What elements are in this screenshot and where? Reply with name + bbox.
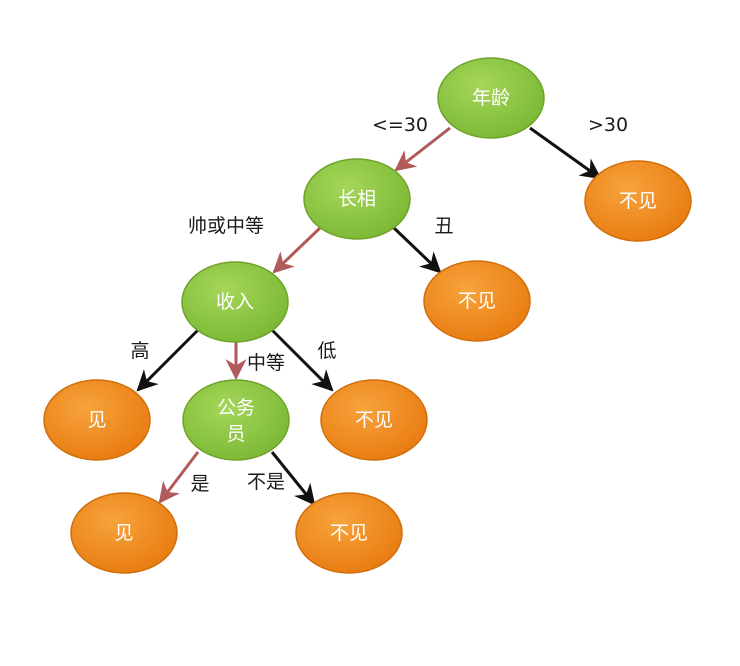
edge-income-high: [136, 328, 200, 392]
node-civil-yes-leaf: 见: [70, 492, 178, 574]
edge-civil-yes: [158, 451, 200, 504]
edge-label-age-gt30: >30: [588, 114, 628, 136]
edge-label-looks-good: 帅或中等: [188, 215, 264, 237]
node-income: 收入: [181, 261, 289, 343]
node-age-leaf-shape: [584, 160, 692, 242]
node-income-label: 收入: [216, 291, 254, 313]
edge-label-age-le30: <=30: [372, 114, 428, 136]
node-civil: 公务 员: [182, 379, 290, 461]
node-civil-yes-leaf-shape: [70, 492, 178, 574]
edge-looks-good: [272, 226, 322, 274]
node-looks-shape: [303, 158, 411, 240]
node-looks-leaf: 不见: [423, 260, 531, 342]
node-civil-shape: [182, 379, 290, 461]
edge-labels: <=30 >30 帅或中等 丑 高 中等 低 是 不是: [130, 114, 628, 495]
edge-income-low: [270, 328, 334, 392]
node-looks-leaf-label: 不见: [458, 290, 496, 312]
node-income-low-leaf-shape: [320, 379, 428, 461]
edge-label-civil-no: 不是: [247, 471, 285, 493]
edge-looks-ugly: [392, 226, 442, 274]
edge-label-civil-yes: 是: [190, 473, 209, 495]
node-civil-no-leaf: 不见: [295, 492, 403, 574]
node-age-shape: [437, 57, 545, 139]
edge-civil-no: [270, 451, 316, 506]
node-civil-no-leaf-label: 不见: [330, 522, 368, 544]
node-looks-label: 长相: [338, 188, 376, 210]
node-looks-leaf-shape: [423, 260, 531, 342]
edge-label-income-low: 低: [317, 340, 336, 362]
node-civil-label-line1: 公务: [217, 397, 255, 419]
node-age-label: 年龄: [472, 87, 510, 109]
node-income-high-leaf-label: 见: [87, 409, 106, 431]
node-income-low-leaf: 不见: [320, 379, 428, 461]
node-income-high-leaf-shape: [43, 379, 151, 461]
node-age-leaf-label: 不见: [619, 190, 657, 212]
node-income-shape: [181, 261, 289, 343]
node-age: 年龄: [437, 57, 545, 139]
node-age-leaf: 不见: [584, 160, 692, 242]
node-civil-yes-leaf-label: 见: [114, 522, 133, 544]
node-income-high-leaf: 见: [43, 379, 151, 461]
node-income-low-leaf-label: 不见: [355, 409, 393, 431]
edge-label-income-high: 高: [130, 340, 149, 362]
node-looks: 长相: [303, 158, 411, 240]
edge-age-gt30: [529, 126, 602, 180]
node-civil-label-line2: 员: [226, 423, 245, 445]
edge-age-le30: [394, 126, 451, 172]
edge-label-income-mid: 中等: [247, 352, 285, 374]
edge-label-looks-ugly: 丑: [434, 215, 453, 237]
node-civil-no-leaf-shape: [295, 492, 403, 574]
edges: [136, 126, 602, 506]
